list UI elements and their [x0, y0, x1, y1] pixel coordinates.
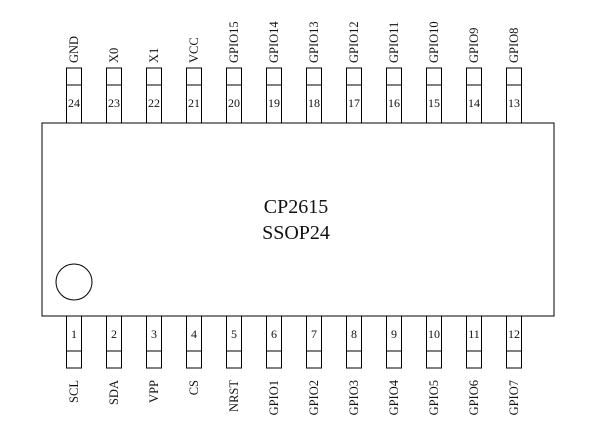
pin-number: 4: [191, 327, 197, 341]
pin-number: 16: [388, 96, 400, 110]
pin-label: GPIO14: [267, 21, 281, 63]
pin-label: GPIO7: [507, 380, 521, 415]
pin-label: GPIO10: [427, 21, 441, 63]
pin-label: GPIO11: [387, 22, 401, 63]
pin-lead: [506, 315, 522, 369]
chip-package-label: SSOP24: [262, 222, 330, 244]
pin-18: 18 GPIO13: [306, 21, 322, 124]
chip-body: [41, 122, 555, 317]
pin-label: GPIO15: [227, 21, 241, 63]
pin-number: 24: [68, 96, 80, 110]
pin-number: 18: [308, 96, 320, 110]
pin-number: 14: [468, 96, 480, 110]
pin-label: X1: [147, 48, 161, 63]
pin-number: 2: [111, 327, 117, 341]
pin-label: NRST: [227, 380, 241, 412]
pin-4: 4CS: [186, 315, 202, 395]
pin-label: GPIO6: [467, 380, 481, 415]
chip-part-number: CP2615: [264, 196, 328, 218]
pin-label: GND: [67, 36, 81, 63]
pin-number: 3: [151, 327, 157, 341]
pin-label: GPIO12: [347, 21, 361, 63]
pin-number: 19: [268, 96, 280, 110]
pin-label: GPIO13: [307, 21, 321, 63]
pin-20: 20 GPIO15: [226, 21, 242, 124]
pin-13: 13 GPIO8: [506, 28, 522, 124]
pin-lead: [386, 315, 402, 369]
pin-number: 15: [428, 96, 440, 110]
pin-lead: [186, 315, 202, 369]
pin-15: 15 GPIO10: [426, 21, 442, 124]
pin-lead: [106, 315, 122, 369]
pin-number: 20: [228, 96, 240, 110]
pin-21: 21 VCC: [186, 37, 202, 124]
pin-label: GPIO1: [267, 380, 281, 415]
pin-number: 6: [271, 327, 277, 341]
pin-24: 24 GND: [66, 36, 82, 124]
pin-number: 13: [508, 96, 520, 110]
pin-label: SCL: [67, 380, 81, 403]
pin-number: 9: [391, 327, 397, 341]
pin-14: 14 GPIO9: [466, 28, 482, 124]
pin-number: 1: [71, 327, 77, 341]
pin1-orientation-dot: [55, 263, 93, 301]
pin-label: GPIO5: [427, 380, 441, 415]
pin-lead: [226, 315, 242, 369]
pin-label: GPIO2: [307, 380, 321, 415]
pin-label: VCC: [187, 37, 201, 63]
pin-lead: [266, 315, 282, 369]
pin-19: 19 GPIO14: [266, 21, 282, 124]
pin-label: X0: [107, 48, 121, 63]
pin-label: GPIO3: [347, 380, 361, 415]
pin-number: 21: [188, 96, 200, 110]
pin-17: 17 GPIO12: [346, 21, 362, 124]
pin-number: 17: [348, 96, 360, 110]
pin-label: GPIO9: [467, 28, 481, 63]
pin-label: VPP: [147, 380, 161, 403]
pin-label: GPIO8: [507, 28, 521, 63]
pin-lead: [306, 315, 322, 369]
pin-label: GPIO4: [387, 379, 401, 415]
pin-lead: [466, 315, 482, 369]
pin-lead: [66, 315, 82, 369]
pin-number: 22: [148, 96, 160, 110]
pin-22: 22 X1: [146, 48, 162, 124]
pin-lead: [346, 315, 362, 369]
pin-number: 8: [351, 327, 357, 341]
top-pin-row: 24 GND 23 X0 22 X1 21 VCC 20 GPIO15 19 GPIO14 18 GPIO…: [66, 21, 522, 124]
pin-label: SDA: [107, 380, 121, 405]
pin-label: CS: [187, 380, 201, 395]
pin-number: 5: [231, 327, 237, 341]
pin-16: 16 GPIO11: [386, 22, 402, 124]
pin-number: 10: [428, 327, 440, 341]
pin-lead: [146, 315, 162, 369]
pin-number: 11: [468, 327, 480, 341]
pin-number: 12: [508, 327, 520, 341]
pin-number: 23: [108, 96, 120, 110]
pin-23: 23 X0: [106, 48, 122, 124]
pin-lead: [426, 315, 442, 369]
pin-number: 7: [311, 327, 317, 341]
